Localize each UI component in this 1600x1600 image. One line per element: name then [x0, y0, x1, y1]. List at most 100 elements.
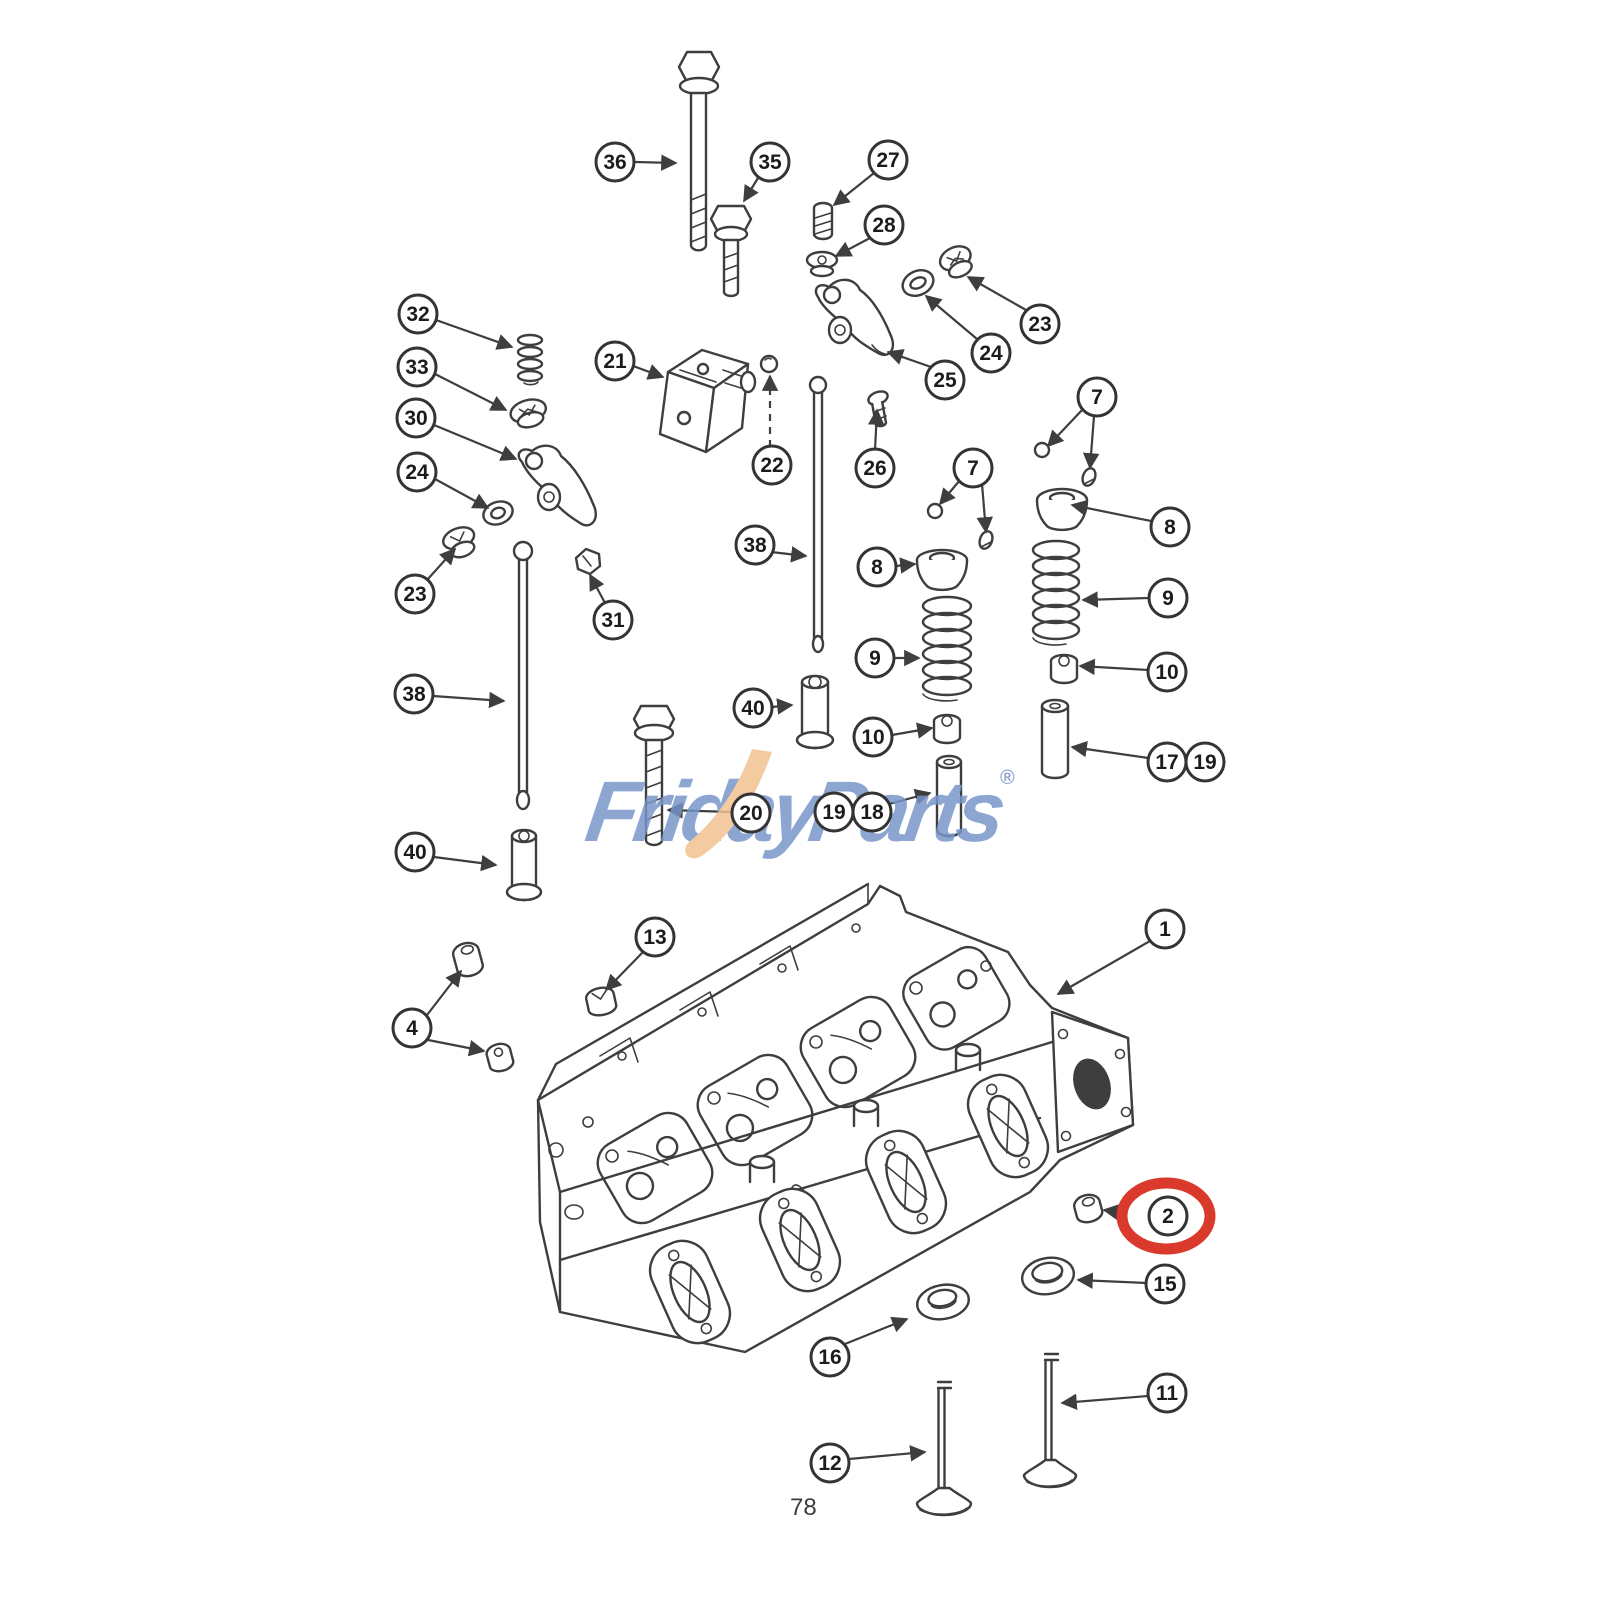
fridayparts-watermark: Friday Parts ®	[580, 749, 1015, 860]
svg-text:27: 27	[876, 149, 899, 172]
svg-text:21: 21	[603, 350, 627, 373]
svg-text:2: 2	[1162, 1205, 1174, 1228]
svg-text:17: 17	[1155, 751, 1178, 774]
part-spring-retainer-right	[1035, 487, 1089, 532]
part-shaft-nut-left	[442, 526, 476, 559]
callout-11: 11	[1146, 1372, 1188, 1414]
registered-trademark-icon: ®	[1000, 767, 1015, 789]
svg-text:16: 16	[818, 1346, 841, 1369]
svg-text:8: 8	[1164, 516, 1176, 539]
svg-text:40: 40	[403, 841, 426, 864]
callout-32: 32	[397, 293, 439, 335]
callout-40-right: 40	[732, 687, 774, 729]
part-shaft-nut-top	[938, 245, 973, 279]
part-cylinder-head-body	[536, 882, 1135, 1354]
svg-text:30: 30	[404, 407, 427, 430]
svg-text:19: 19	[1193, 751, 1216, 774]
callout-7-left: 7	[952, 447, 994, 489]
callout-36: 36	[594, 141, 636, 183]
callout-12: 12	[809, 1442, 851, 1484]
part-rocker-nut	[805, 250, 839, 278]
svg-text:25: 25	[933, 369, 957, 392]
part-valve-left	[915, 1380, 973, 1517]
svg-text:24: 24	[979, 342, 1003, 365]
callout-10-left: 10	[852, 716, 894, 758]
callout-8-left: 8	[856, 546, 898, 588]
svg-text:28: 28	[872, 214, 896, 237]
svg-text:22: 22	[760, 454, 783, 477]
part-keeper-set-right	[1033, 441, 1097, 487]
part-lifter-right	[795, 674, 835, 750]
svg-text:8: 8	[871, 556, 883, 579]
callout-38-right: 38	[734, 524, 776, 566]
brand-swoosh-icon	[685, 749, 772, 859]
part-rocker-shaft-bracket	[658, 348, 757, 454]
callout-26: 26	[854, 447, 896, 489]
part-valve-guide-right	[1040, 698, 1070, 780]
svg-text:20: 20	[739, 802, 762, 825]
water-outlet-housing	[1007, 951, 1135, 1154]
callout-18: 18	[851, 791, 893, 833]
callout-21: 21	[594, 340, 636, 382]
svg-text:40: 40	[741, 697, 764, 720]
callout-13: 13	[634, 916, 676, 958]
part-adjusting-screw	[812, 201, 834, 241]
part-cup-plug	[1072, 1193, 1104, 1224]
svg-text:19: 19	[822, 801, 845, 824]
callouts: 36 35 27 28 23 24 25 32 33 30 24 23 21 2…	[391, 139, 1226, 1484]
part-valve-spring-right	[1031, 539, 1081, 646]
callout-2-highlighted: 2	[1147, 1195, 1189, 1237]
svg-text:11: 11	[1156, 1382, 1179, 1405]
part-set-screw	[867, 390, 889, 428]
part-valve-right	[1022, 1352, 1078, 1489]
callout-25: 25	[924, 359, 966, 401]
svg-text:18: 18	[860, 801, 884, 824]
callout-20: 20	[730, 792, 772, 834]
part-valve-guide-left	[935, 754, 963, 838]
svg-text:32: 32	[406, 303, 429, 326]
svg-text:13: 13	[643, 926, 666, 949]
part-seal-left	[916, 1283, 970, 1321]
svg-text:15: 15	[1153, 1273, 1177, 1296]
svg-text:9: 9	[1162, 587, 1174, 610]
callout-8-right: 8	[1149, 506, 1191, 548]
svg-text:7: 7	[1091, 386, 1103, 409]
part-head-bolt-medium	[632, 704, 676, 847]
part-small-nut	[485, 1042, 515, 1073]
part-head-bolt-long	[677, 50, 721, 252]
callout-31: 31	[592, 599, 634, 641]
callout-4: 4	[391, 1007, 433, 1049]
svg-text:10: 10	[1155, 661, 1178, 684]
svg-text:38: 38	[743, 534, 767, 557]
callout-9-left: 9	[854, 637, 896, 679]
front-bosses	[748, 1042, 982, 1184]
part-spring-retainer-left	[915, 548, 969, 592]
svg-text:26: 26	[863, 457, 886, 480]
part-small-spring	[516, 333, 544, 386]
svg-text:36: 36	[603, 151, 626, 174]
callout-38-left: 38	[393, 673, 435, 715]
callout-28: 28	[863, 204, 905, 246]
part-stem-seal-right	[1049, 653, 1079, 685]
callout-10-right: 10	[1146, 651, 1188, 693]
red-highlight-ring	[1116, 1177, 1216, 1255]
part-shaft-washer-top	[901, 268, 935, 298]
callout-7-right: 7	[1076, 376, 1118, 418]
callout-23-left: 23	[394, 573, 436, 615]
svg-text:38: 38	[402, 683, 426, 706]
part-lifter-left	[505, 828, 543, 902]
callout-19-mid: 19	[813, 791, 855, 833]
part-stem-seal-left	[932, 713, 962, 745]
callout-24-top: 24	[970, 332, 1012, 374]
callout-27: 27	[867, 139, 909, 181]
svg-text:9: 9	[869, 647, 881, 670]
callout-40-left: 40	[394, 831, 436, 873]
part-shaft-washer-left	[482, 500, 514, 526]
part-rocker-arm-right	[814, 278, 895, 357]
callout-30: 30	[395, 397, 437, 439]
callout-23-top: 23	[1019, 303, 1061, 345]
svg-text:23: 23	[403, 583, 426, 606]
callout-1: 1	[1144, 908, 1186, 950]
